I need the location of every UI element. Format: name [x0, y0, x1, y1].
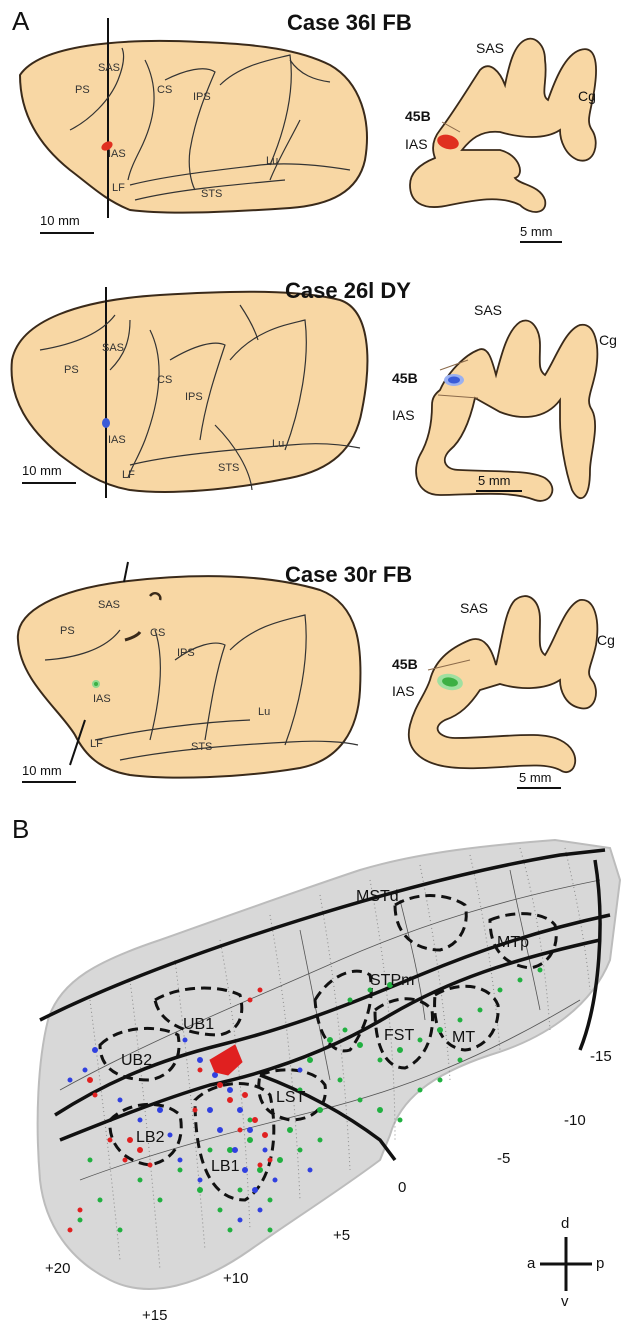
compass-anterior: a [527, 1255, 535, 1272]
compass-ventral: v [561, 1293, 569, 1310]
compass-posterior: p [596, 1255, 604, 1272]
compass-dorsal: d [561, 1215, 569, 1232]
